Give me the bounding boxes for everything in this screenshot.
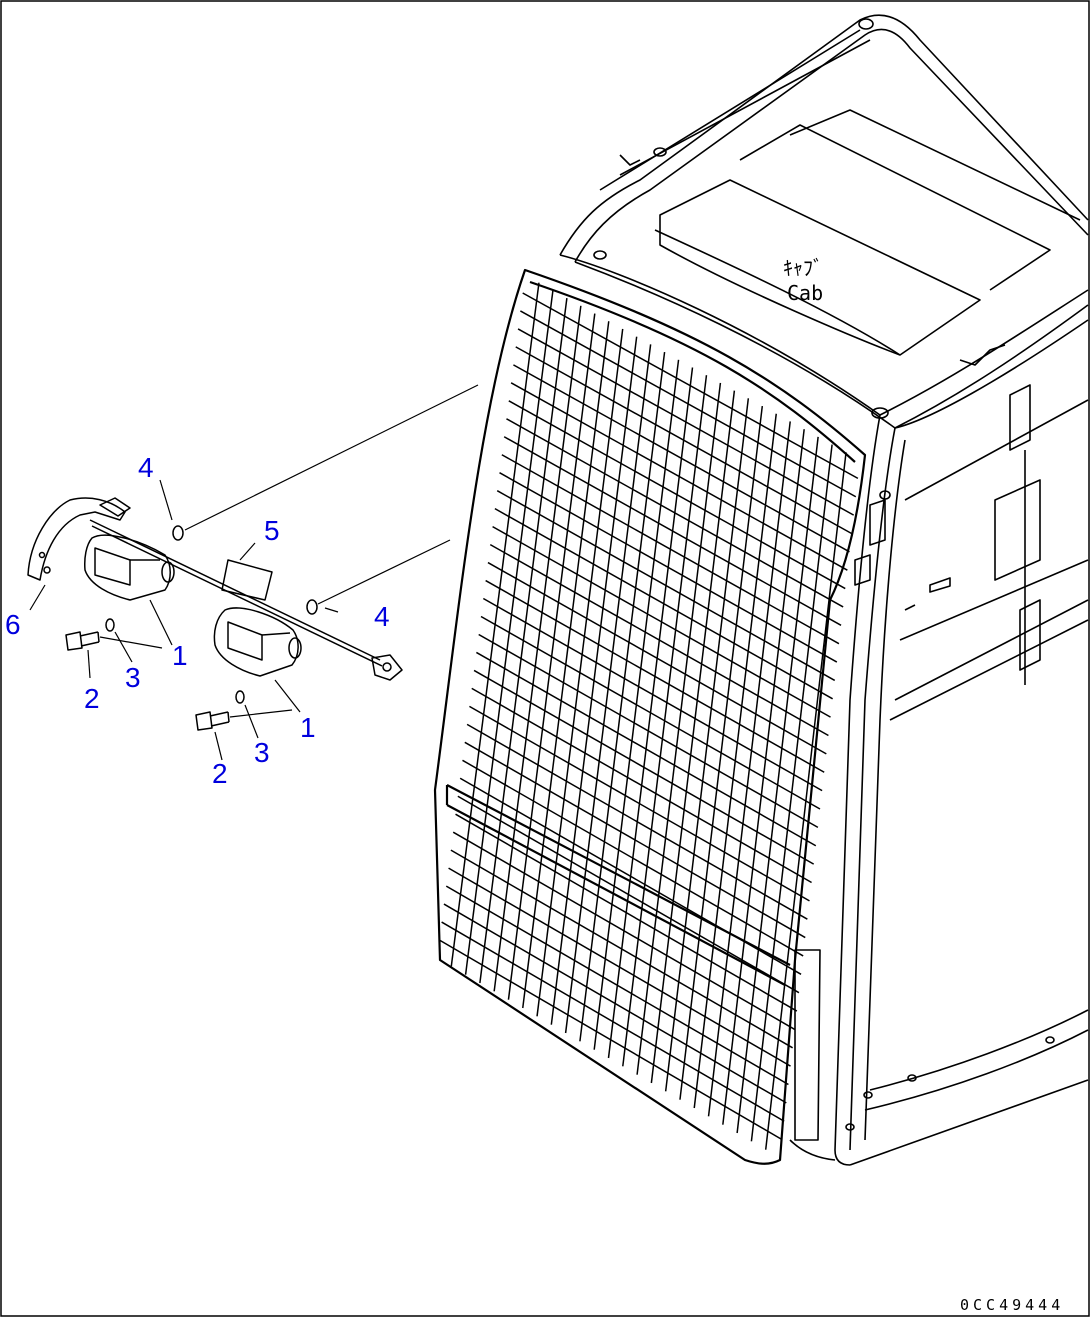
mesh-wire-horizontal (450, 849, 794, 1049)
mesh-wire-horizontal (503, 436, 842, 626)
mesh-wire-horizontal (501, 454, 840, 645)
callout-4-lower: 4 (374, 601, 390, 632)
callout-3-left: 3 (125, 662, 141, 693)
mesh-grid (438, 282, 859, 1150)
mesh-wire-horizontal (487, 561, 827, 755)
front-guard-frame (433, 268, 867, 1165)
mesh-wire-horizontal (478, 633, 819, 829)
mesh-wire-horizontal (452, 831, 796, 1031)
mesh-wire-horizontal (448, 867, 791, 1067)
mesh-wire-horizontal (459, 777, 802, 975)
nut-part-4-lower (306, 599, 318, 615)
mesh-wire-horizontal (464, 741, 806, 939)
callout-5: 5 (264, 515, 280, 546)
cab-body (559, 14, 1089, 1166)
mesh-wire-horizontal (489, 543, 829, 737)
mesh-wire-horizontal (455, 813, 798, 1012)
mesh-wire-horizontal (520, 310, 857, 498)
harness-tag-part-5 (221, 559, 273, 601)
mesh-wire-horizontal (445, 885, 789, 1086)
mesh-wire-horizontal (482, 597, 823, 792)
callout-2-right: 2 (212, 758, 228, 789)
mesh-wire-horizontal (517, 328, 855, 516)
washer-part-3-right (235, 690, 245, 704)
callout-3-right: 3 (254, 737, 270, 768)
mesh-wire-horizontal (508, 400, 846, 590)
part-callouts: 4 5 4 6 1 3 2 1 3 2 (5, 452, 390, 789)
lamp-assembly (27, 497, 403, 731)
callout-4-upper: 4 (138, 452, 154, 483)
washer-part-3-left (105, 618, 115, 632)
work-lamp-1-right (213, 607, 302, 677)
mesh-wire-horizontal (462, 759, 804, 957)
callout-1-right: 1 (300, 712, 316, 743)
mesh-wire-horizontal (492, 525, 831, 718)
mesh-wire-horizontal (471, 687, 812, 884)
callout-6: 6 (5, 609, 21, 640)
leader-lines (29, 384, 479, 761)
mesh-wire-horizontal (499, 472, 838, 663)
mesh-wire-horizontal (510, 382, 848, 571)
mesh-wire-horizontal (469, 705, 810, 902)
mesh-wire-horizontal (475, 651, 817, 847)
cab-label-japanese: ｷｬﾌﾞ (783, 256, 823, 280)
mesh-wire-horizontal (485, 579, 825, 773)
mesh-wire-horizontal (457, 795, 800, 994)
mesh-wire-horizontal (443, 903, 787, 1104)
work-lamp-1-left (84, 534, 175, 601)
callout-2-left: 2 (84, 683, 100, 714)
bracket-part-6 (27, 497, 126, 581)
mesh-wire-horizontal (466, 723, 808, 920)
mesh-wire-horizontal (438, 939, 783, 1141)
mesh-wire-horizontal (441, 921, 785, 1122)
drawing-code: 0CC49444 (960, 1296, 1064, 1314)
bolt-part-2-left (65, 631, 100, 651)
mesh-wire-horizontal (496, 490, 836, 682)
bolt-part-2-right (195, 711, 230, 731)
mesh-wire-horizontal (494, 508, 833, 700)
mesh-wire-horizontal (513, 364, 850, 553)
mesh-wire-horizontal (515, 346, 852, 535)
mesh-wire-horizontal (473, 669, 815, 865)
mesh-wire-horizontal (522, 292, 859, 480)
nut-part-4-upper (172, 525, 184, 541)
mesh-wire-horizontal (506, 418, 844, 608)
callout-1-left: 1 (172, 640, 188, 671)
cab-label-english: Cab (787, 281, 823, 305)
mesh-wire-horizontal (480, 615, 821, 810)
